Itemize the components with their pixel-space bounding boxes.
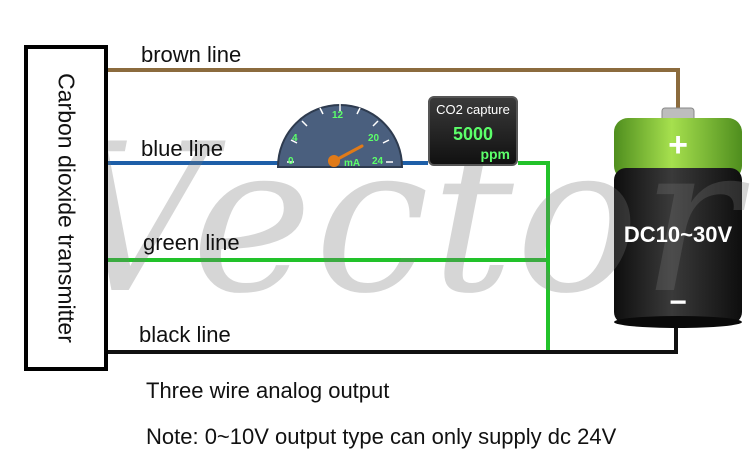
co2-display: CO2 capture 5000 ppm — [428, 96, 518, 166]
battery — [614, 107, 742, 328]
battery-body — [614, 168, 742, 324]
battery-plus: + — [668, 126, 688, 164]
brown-line-label: brown line — [141, 42, 242, 67]
battery-rim — [614, 316, 742, 328]
battery-voltage-label: DC10~30V — [623, 222, 733, 247]
gauge-tick-20: 20 — [368, 133, 380, 144]
transmitter-box: Carbon dioxide transmitter — [24, 45, 108, 371]
gauge-tick-0: 0 — [288, 156, 294, 167]
gauge-hub — [328, 155, 340, 167]
green-line-label: green line — [143, 230, 240, 255]
transmitter-label: Carbon dioxide transmitter — [53, 73, 80, 343]
gauge-ticks — [287, 104, 393, 163]
black-wire — [108, 322, 678, 354]
black-line-label: black line — [139, 322, 231, 347]
brown-wire — [108, 68, 680, 112]
co2-display-title: CO2 capture — [436, 102, 510, 117]
gauge-tick-24: 24 — [372, 156, 384, 167]
current-gauge: 0 4 12 20 24 mA — [276, 104, 404, 169]
gauge-unit: mA — [344, 158, 360, 169]
battery-top — [614, 118, 742, 180]
green-signal-wire — [518, 161, 550, 352]
blue-line-label: blue line — [141, 136, 223, 161]
co2-display-unit: ppm — [480, 146, 510, 162]
battery-minus: − — [669, 286, 687, 319]
watermark: Vector — [60, 101, 742, 339]
note-output-type: Three wire analog output — [146, 378, 390, 403]
gauge-tick-12: 12 — [332, 110, 344, 121]
co2-display-value: 5000 — [452, 124, 494, 144]
note-supply: Note: 0~10V output type can only supply … — [146, 424, 617, 449]
gauge-tick-4: 4 — [292, 133, 298, 144]
